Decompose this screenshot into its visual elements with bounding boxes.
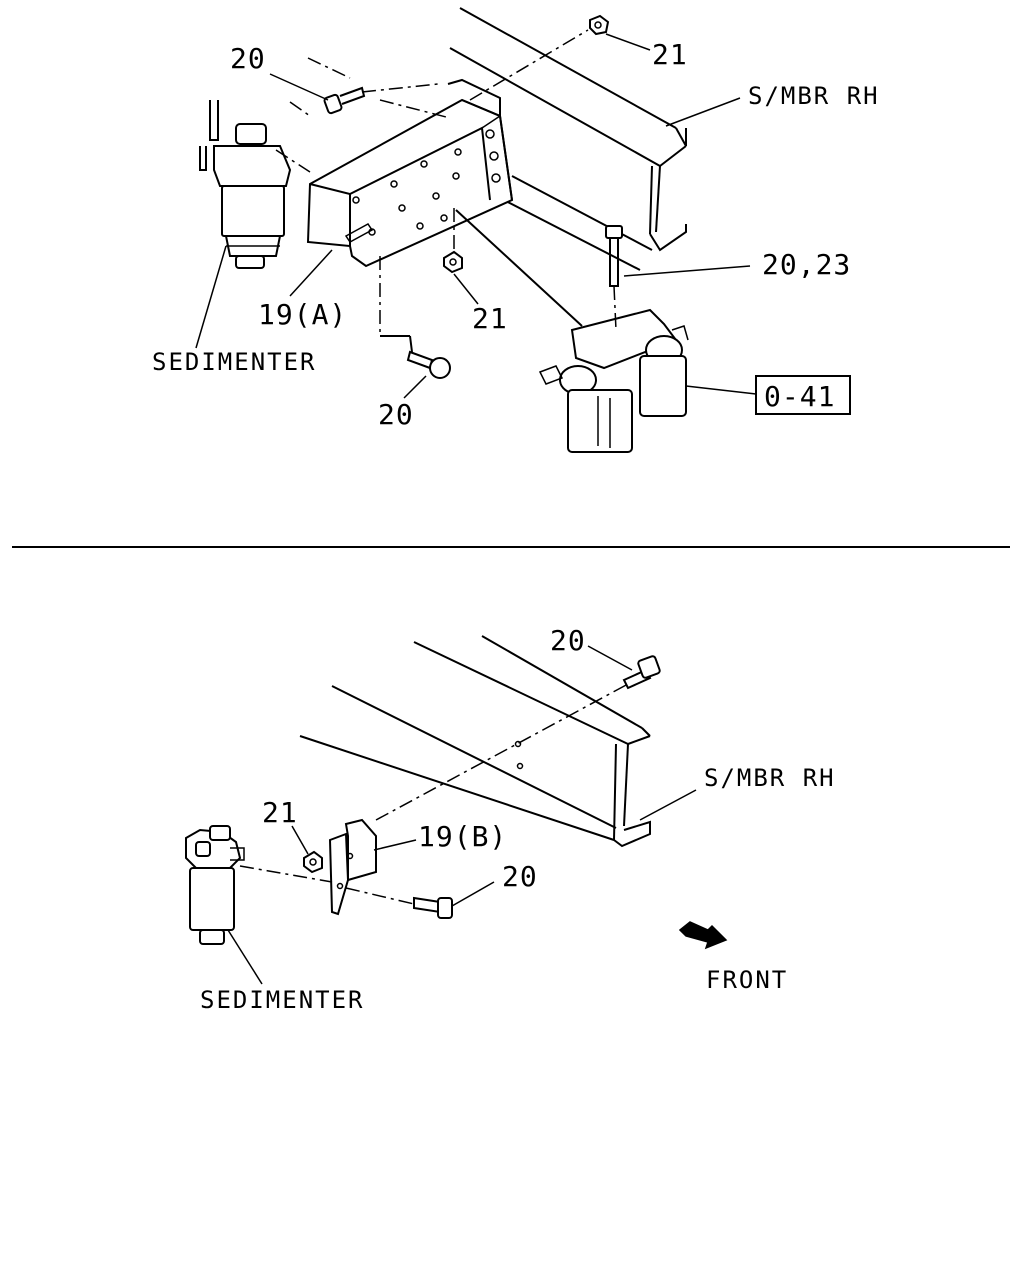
label-bracket-19a: 19(A) [258, 298, 347, 331]
sedimenter-bottom [185, 825, 245, 945]
label-nut-21-bottom: 21 [262, 796, 298, 829]
bottom-view: 20 S/MBR RH 21 19(B) 20 SEDIMENTER FRONT [185, 624, 836, 1014]
nut-21-bottom [303, 850, 323, 874]
label-nut-21-top-lower: 21 [472, 302, 508, 335]
label-front: FRONT [706, 966, 788, 994]
fuel-filter-0-41 [538, 308, 689, 453]
label-bolt-20-bottom-lower: 20 [502, 860, 538, 893]
label-bracket-19b: 19(B) [418, 820, 507, 853]
side-member-top [449, 7, 687, 271]
label-ref-0-41: 0-41 [764, 380, 835, 413]
nut-21-top-lower [443, 250, 463, 274]
bolt-20-23-top [605, 225, 623, 287]
label-sedimenter-bottom: SEDIMENTER [200, 986, 365, 1014]
bolt-20-bottom-lower [413, 896, 453, 919]
bracket-19a [306, 78, 514, 268]
label-bolt-20-23: 20,23 [762, 248, 851, 281]
label-bolt-20-top-upper: 20 [230, 42, 266, 75]
sedimenter-top [199, 100, 292, 269]
label-bolt-20-top-lower: 20 [378, 398, 414, 431]
label-nut-21-top-upper: 21 [652, 38, 688, 71]
bolt-20-top-lower [406, 350, 451, 379]
front-arrow-icon [678, 921, 728, 950]
bolt-20-top-upper [323, 86, 366, 115]
label-side-member-bottom: S/MBR RH [704, 764, 836, 792]
bolt-20-bottom-upper [622, 655, 661, 690]
label-bolt-20-bottom-upper: 20 [550, 624, 586, 657]
label-sedimenter-top: SEDIMENTER [152, 348, 317, 376]
side-member-bottom [299, 635, 651, 848]
top-view: 20 21 S/MBR RH 20,23 19(A) 21 SEDIMENTER… [152, 7, 880, 453]
bracket-19b [328, 818, 377, 916]
nut-21-top-upper [589, 14, 610, 36]
label-side-member-top: S/MBR RH [748, 82, 880, 110]
